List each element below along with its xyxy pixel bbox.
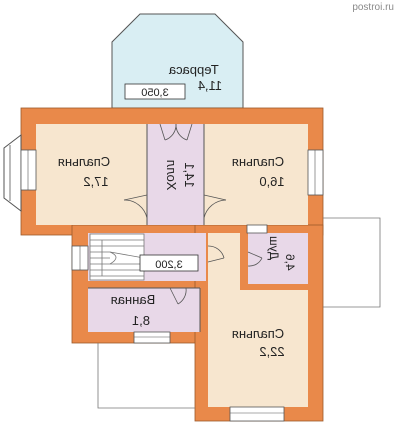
site-watermark: postroi.ru: [352, 2, 394, 13]
bedroom-bottom-name: Спальня: [232, 326, 284, 341]
bedroom-bottom-area: 22,2: [259, 344, 284, 359]
window-left-bedroom: [20, 149, 37, 191]
bedroom-left-floor: [36, 124, 147, 225]
ground-outline-left: [97, 343, 195, 409]
bedroom-left-area: 17,2: [83, 174, 108, 189]
window-bottom-bedroom: [229, 406, 285, 422]
ground-outline-right: [323, 217, 381, 308]
shower-wall: [240, 231, 248, 288]
hall-area: 14,1: [182, 162, 197, 187]
terrace-area: 11,4: [198, 78, 222, 93]
shower-floor-inner: [248, 233, 308, 284]
door-terrace: [159, 123, 193, 141]
door-bathroom: [169, 287, 187, 305]
hall-floor: [147, 124, 204, 225]
window-bathroom: [133, 331, 171, 344]
hall-name: Холл: [164, 160, 179, 191]
level-stairs-value: 3,200: [155, 259, 183, 271]
shower-name: Душ: [267, 236, 281, 260]
staircase: [89, 233, 145, 281]
shower-area: 4,6: [283, 254, 297, 271]
terrace-name: Терраса: [168, 62, 219, 77]
door-bedroom-left: [123, 194, 148, 219]
door-bedroom-right: [203, 194, 227, 219]
terrace-label-group: Терраса: [168, 62, 219, 77]
level-terrace-value: 3,050: [141, 87, 169, 99]
terrace-area-group: 11,4: [198, 78, 222, 93]
bedroom-left-name: Спальня: [58, 154, 110, 169]
bedroom-right-name: Спальня: [232, 154, 284, 169]
level-marker-terrace: 3,050: [124, 83, 186, 100]
window-shower: [246, 224, 268, 234]
bedroom-right-area: 16,0: [259, 174, 284, 189]
door-bedroom-bottom: [207, 245, 225, 263]
shower-bottom-wall: [240, 284, 308, 290]
bathroom-name: Ванная: [111, 292, 156, 307]
window-right-bedroom: [307, 149, 324, 196]
bathroom-area: 8,1: [132, 313, 150, 328]
bathroom-floor: [88, 288, 200, 332]
door-shower: [247, 251, 263, 267]
window-stair: [71, 245, 89, 271]
level-marker-stairs: 3,200: [139, 254, 199, 272]
bedroom-right-floor: [204, 124, 308, 225]
bay-window-left: [3, 133, 22, 213]
